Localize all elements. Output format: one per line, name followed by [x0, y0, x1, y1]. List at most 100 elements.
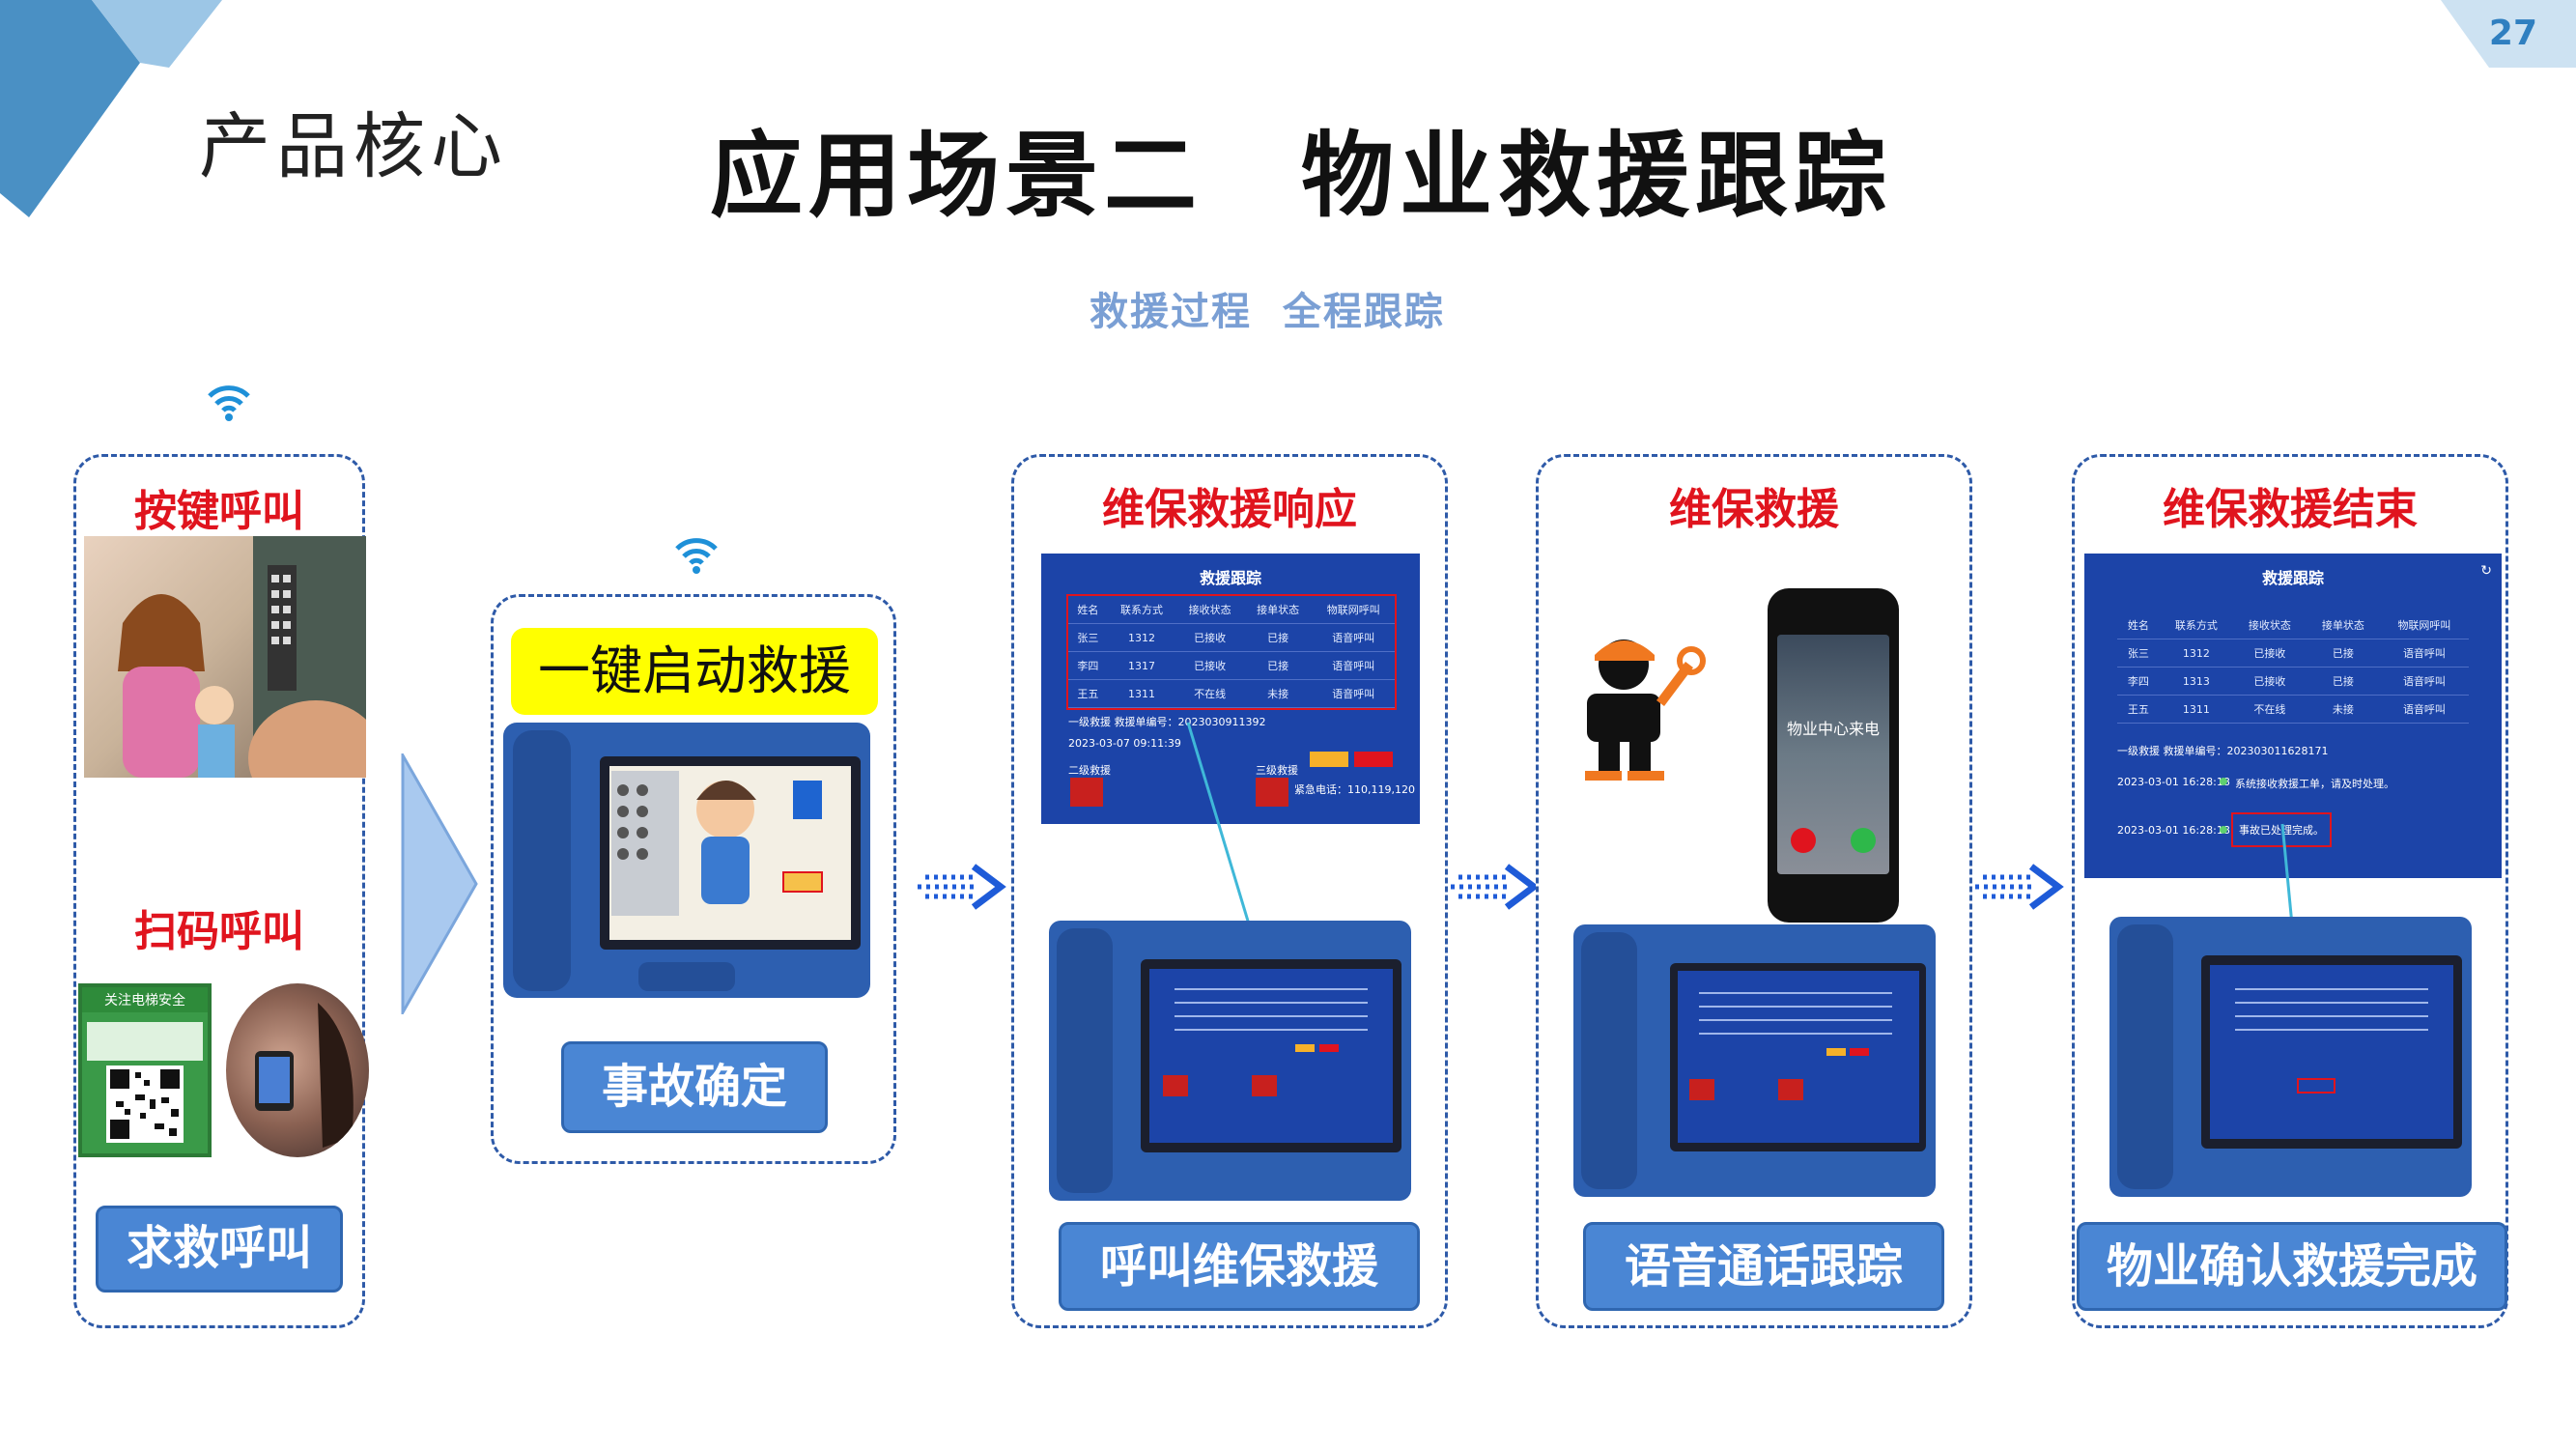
cell: 已接	[1243, 651, 1313, 680]
one-key-rescue-banner: 一键启动救援	[511, 628, 878, 715]
cell: 1311	[2159, 695, 2233, 724]
incoming-call-screen: 物业中心来电	[1777, 635, 1889, 874]
flow-arrow-icon	[1975, 864, 2064, 910]
voice-call-link[interactable]: 语音呼叫	[1312, 651, 1395, 680]
rescue-terminal-device	[1573, 924, 1936, 1197]
cell: 1311	[1107, 679, 1176, 708]
panel-accident-confirm: 一键启动救援 事故确定	[491, 594, 896, 1164]
level1-rescue-text: 一级救援 救援单编号：202303011628171	[2117, 745, 2329, 757]
rescue-terminal-device	[503, 723, 870, 998]
cell: 已接	[1243, 623, 1313, 652]
col-header: 物联网呼叫	[1312, 596, 1395, 624]
cell: 李四	[2117, 667, 2160, 696]
panel-title-complete: 维保救援结束	[2163, 485, 2418, 534]
panel-title-button-call: 按键呼叫	[134, 487, 304, 536]
screen-title: 救援跟踪	[1199, 569, 1261, 587]
voice-call-link[interactable]: 语音呼叫	[2379, 695, 2469, 724]
col-header: 姓名	[1068, 596, 1108, 624]
voice-call-link[interactable]: 语音呼叫	[1312, 623, 1395, 652]
flow-arrow-icon	[918, 864, 1006, 910]
cell: 不在线	[2232, 695, 2307, 724]
decline-call-icon[interactable]	[1791, 828, 1816, 853]
voice-call-link[interactable]: 语音呼叫	[2379, 639, 2469, 668]
repair-worker-icon	[1585, 639, 1706, 781]
cell: 1312	[2159, 639, 2233, 668]
confirm-complete-button[interactable]: 物业确认救援完成	[2077, 1222, 2507, 1311]
timeline-dot-icon	[2220, 778, 2227, 785]
cell: 李四	[1068, 651, 1108, 680]
completion-message: 事故已处理完成。	[2231, 812, 2332, 847]
accident-confirm-button[interactable]: 事故确定	[561, 1041, 828, 1133]
help-call-button[interactable]: 求救呼叫	[96, 1206, 343, 1293]
timeline-dot-icon	[2220, 826, 2227, 834]
rescue-terminal-device	[2109, 917, 2472, 1197]
level2-rescue-text: 二级救援	[1068, 764, 1111, 777]
panel-title-qr-call: 扫码呼叫	[134, 907, 304, 956]
section-title: 产品核心	[199, 105, 508, 188]
col-header: 接收状态	[1175, 596, 1244, 624]
level3-rescue-text: 三级救援	[1256, 764, 1298, 777]
qr-code-sign: 关注电梯安全	[78, 983, 212, 1157]
cell: 已接收	[2232, 639, 2307, 668]
rescue-unit-icon	[1256, 778, 1288, 807]
cell: 张三	[1068, 623, 1108, 652]
rescue-terminal-device	[1049, 921, 1411, 1201]
page-subtitle: 救援过程 全程跟踪	[1090, 290, 1445, 334]
voice-call-link[interactable]: 语音呼叫	[2379, 667, 2469, 696]
qr-sign-caption: 关注电梯安全	[82, 987, 208, 1012]
col-header: 接单状态	[2306, 611, 2380, 639]
emergency-phone-text: 紧急电话：110,119,120	[1294, 783, 1415, 796]
big-arrow-icon	[401, 753, 478, 1014]
level1-time: 2023-03-07 09:11:39	[1068, 737, 1181, 750]
col-header: 姓名	[2117, 611, 2160, 639]
corner-decoration-left	[0, 0, 222, 217]
col-header: 接单状态	[1243, 596, 1313, 624]
cell: 1312	[1107, 623, 1176, 652]
panel-maintenance-rescue: 维保救援 物业中心来电 语音通话跟踪	[1536, 454, 1972, 1328]
cell: 1313	[2159, 667, 2233, 696]
screen-title: 救援跟踪	[2261, 569, 2324, 587]
mobile-phone: 物业中心来电	[1768, 588, 1899, 923]
wifi-icon	[208, 385, 250, 421]
cell: 王五	[1068, 679, 1108, 708]
voice-call-link[interactable]: 语音呼叫	[1312, 679, 1395, 708]
cell: 不在线	[1175, 679, 1244, 708]
call-maintenance-button[interactable]: 呼叫维保救援	[1059, 1222, 1420, 1311]
incoming-caller-text: 物业中心来电	[1786, 720, 1880, 738]
accept-button[interactable]	[1310, 752, 1348, 767]
event-time: 2023-03-01 16:28:18	[2117, 824, 2230, 837]
phone-scanning-photo	[226, 983, 369, 1157]
cell: 已接收	[1175, 651, 1244, 680]
cell: 已接	[2306, 639, 2380, 668]
cell: 已接收	[1175, 623, 1244, 652]
accept-call-icon[interactable]	[1851, 828, 1876, 853]
panel-title-response: 维保救援响应	[1102, 485, 1357, 534]
col-header: 接收状态	[2232, 611, 2307, 639]
qr-code-icon	[87, 1022, 203, 1143]
event-time: 2023-03-01 16:28:18	[2117, 776, 2230, 788]
wifi-icon	[675, 538, 718, 574]
refresh-icon[interactable]: ↻	[2480, 563, 2492, 579]
col-header: 物联网呼叫	[2379, 611, 2469, 639]
panel-rescue-complete: 维保救援结束 救援跟踪 ↻ 姓名 联系方式 接收状态 接单状态 物联网呼叫 张三…	[2072, 454, 2508, 1328]
voice-call-tracking-button[interactable]: 语音通话跟踪	[1583, 1222, 1944, 1311]
reject-button[interactable]	[1354, 752, 1393, 767]
col-header: 联系方式	[1107, 596, 1176, 624]
rescue-unit-icon	[1070, 778, 1103, 807]
elevator-button-photo	[84, 536, 366, 778]
cell: 未接	[1243, 679, 1313, 708]
page-number: 27	[2488, 14, 2537, 53]
cell: 王五	[2117, 695, 2160, 724]
cell: 已接	[2306, 667, 2380, 696]
connector-line	[2280, 823, 2307, 1057]
col-header: 联系方式	[2159, 611, 2233, 639]
